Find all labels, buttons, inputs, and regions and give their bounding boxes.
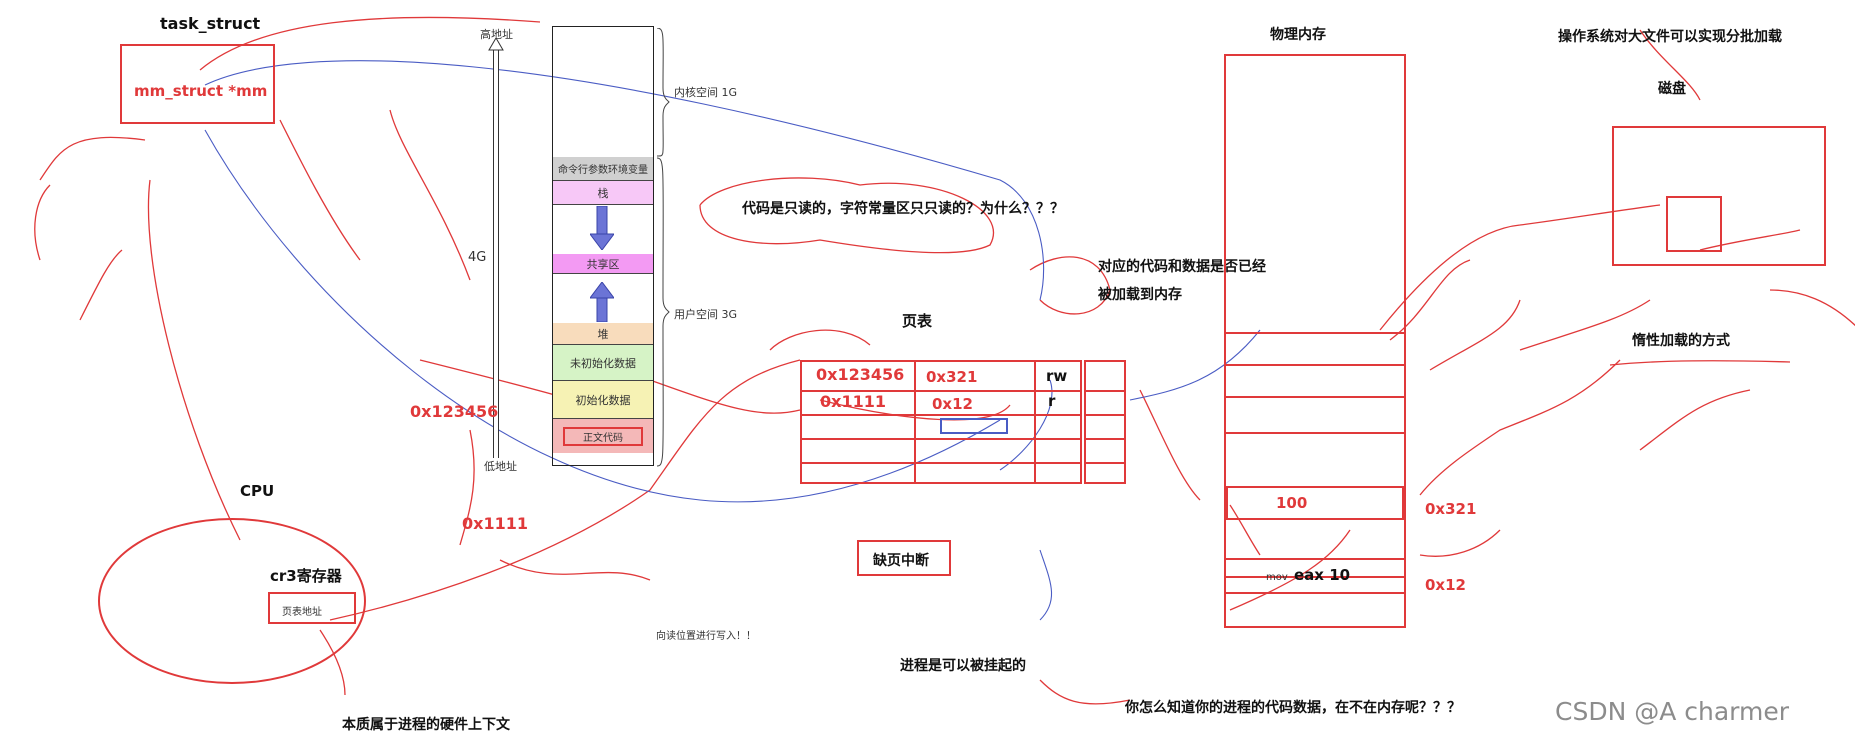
disk-block xyxy=(1666,196,1722,252)
mov-instruction: mov xyxy=(1266,572,1288,583)
segment-text: 正文代码 xyxy=(553,419,653,453)
cr3-slot-box: 页表地址 xyxy=(268,592,356,624)
write-note: 向读位置进行写入！！ xyxy=(656,631,756,642)
loaded-question-line2: 被加载到内存 xyxy=(1098,287,1182,303)
virtual-address-0x123456: 0x123456 xyxy=(410,402,499,421)
page-table: 0x123456 0x321 rw 0x1111 0x12 r xyxy=(800,360,1082,484)
segment-heap: 堆 xyxy=(553,323,653,345)
space-braces xyxy=(656,28,670,467)
total-4g-label: 4G xyxy=(468,250,487,265)
page-fault-label: 缺页中断 xyxy=(873,553,929,569)
readonly-question: 代码是只读的，字符常量区只只读的？为什么？？？ xyxy=(742,201,1064,217)
pt-row1-virtual: 0x123456 xyxy=(816,365,905,384)
pt-row1-physical: 0x321 xyxy=(926,368,978,386)
heap-grow-up-arrow-icon xyxy=(590,282,614,322)
cr3-register-label: cr3寄存器 xyxy=(270,567,342,585)
pt-row1-permission: rw xyxy=(1046,367,1068,385)
low-address-label: 低地址 xyxy=(484,460,517,473)
disk-box xyxy=(1612,126,1826,266)
virtual-address-space: 命令行参数环境变量 栈 共享区 堆 未初始化数据 初始化数据 正文代码 xyxy=(552,26,654,466)
address-up-arrow-icon xyxy=(488,38,504,458)
pt-highlight-box xyxy=(940,418,1008,434)
cpu-ellipse xyxy=(98,518,366,684)
page-table-title: 页表 xyxy=(902,312,933,330)
stack-grow-down-arrow-icon xyxy=(590,206,614,250)
mm-struct-field: mm_struct *mm xyxy=(134,82,268,100)
cpu-title: CPU xyxy=(240,482,275,500)
pt-row2-physical: 0x12 xyxy=(932,395,973,413)
virtual-address-0x1111: 0x1111 xyxy=(462,514,528,533)
lazy-load-note: 惰性加载的方式 xyxy=(1632,333,1730,349)
physical-memory xyxy=(1224,54,1406,628)
physical-cell-0x12: mov eax 10 xyxy=(1224,558,1406,594)
physical-cell-0x321: 100 xyxy=(1226,486,1404,520)
page-fault-box: 缺页中断 xyxy=(857,540,951,576)
physical-cell-value-100: 100 xyxy=(1276,494,1308,512)
pt-row2-permission: r xyxy=(1048,392,1056,410)
high-address-label: 高地址 xyxy=(480,28,513,41)
user-space-label: 用户空间 3G xyxy=(674,308,738,321)
segment-data: 初始化数据 xyxy=(553,381,653,419)
suspend-note: 进程是可以被挂起的 xyxy=(900,658,1026,674)
eax-operand: eax 10 xyxy=(1294,566,1351,584)
task-struct-title: task_struct xyxy=(160,14,261,33)
physical-memory-title: 物理内存 xyxy=(1270,27,1326,43)
pt-row2-virtual: 0x1111 xyxy=(820,392,886,411)
segment-shared: 共享区 xyxy=(553,254,653,274)
physical-address-0x321: 0x321 xyxy=(1425,500,1477,518)
how-know-question: 你怎么知道你的进程的代码数据，在不在内存呢？？？ xyxy=(1125,700,1461,716)
segment-text-label: 正文代码 xyxy=(563,426,643,446)
physical-address-0x12: 0x12 xyxy=(1425,576,1466,594)
kernel-space-label: 内核空间 1G xyxy=(674,86,738,99)
csdn-watermark: CSDN @A charmer xyxy=(1555,697,1790,726)
page-table-flag-column xyxy=(1084,360,1126,484)
segment-cmdline-env: 命令行参数环境变量 xyxy=(553,157,653,181)
segment-bss: 未初始化数据 xyxy=(553,345,653,381)
os-batch-load-note: 操作系统对大文件可以实现分批加载 xyxy=(1558,29,1782,45)
task-struct-box: mm_struct *mm xyxy=(120,44,275,124)
segment-stack: 栈 xyxy=(553,181,653,205)
page-table-address-label: 页表地址 xyxy=(282,607,322,618)
hardware-context-note: 本质属于进程的硬件上下文 xyxy=(342,717,510,733)
disk-title: 磁盘 xyxy=(1658,81,1686,97)
